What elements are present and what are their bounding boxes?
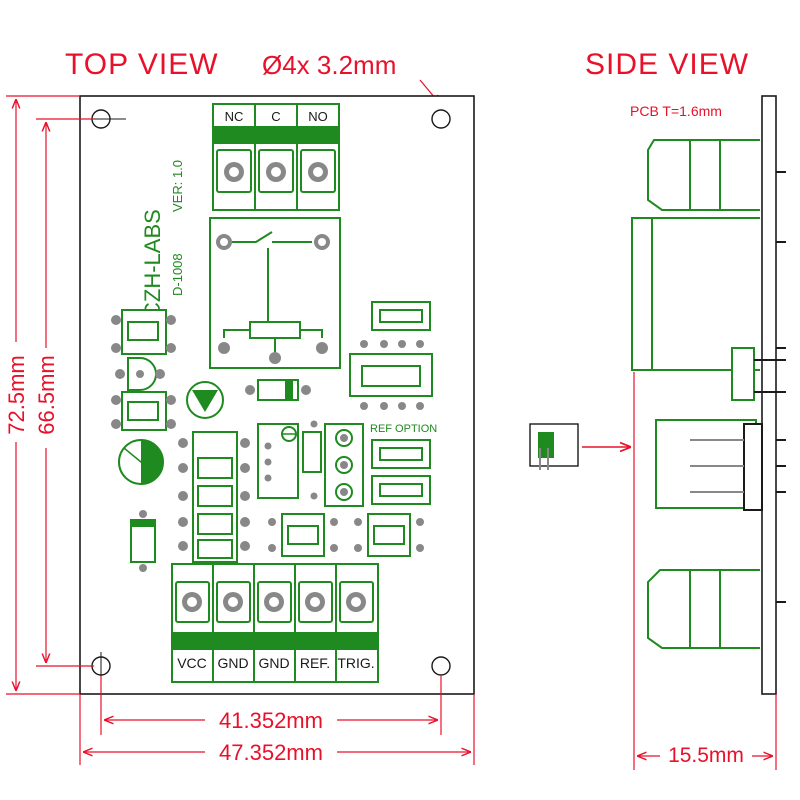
mounting-hole-tr <box>431 109 451 129</box>
mounting-hole-bl <box>91 652 111 690</box>
mounting-hole-br <box>431 656 451 676</box>
right-components <box>349 301 433 410</box>
input-terminal-label-1: GND <box>217 655 248 671</box>
capacitor-column <box>178 431 250 563</box>
relay-terminal-label-2: NO <box>308 109 328 124</box>
board-part-number: D-1008 <box>170 253 185 296</box>
capacitor-top <box>111 309 176 355</box>
led-indicator <box>186 381 224 419</box>
input-terminal-label-2: GND <box>258 655 289 671</box>
relay-terminal-block <box>212 103 340 211</box>
diode-left <box>130 510 156 572</box>
width-outer-label: 47.352mm <box>219 740 323 765</box>
relay-terminal-label-1: C <box>271 109 280 124</box>
mounting-holes <box>88 109 451 690</box>
height-outer-label: 72.5mm <box>4 355 29 434</box>
trim-ic <box>257 420 322 500</box>
trimmer-potentiometer <box>118 439 164 485</box>
mounting-hole-tl <box>88 109 126 129</box>
bottom-resistors <box>268 513 424 557</box>
diode-smd <box>245 379 311 401</box>
input-terminal-block <box>171 563 379 683</box>
jumper-cap <box>529 423 579 470</box>
height-inner-label: 66.5mm <box>34 355 59 434</box>
brand-name: CZH-LABS <box>140 209 165 318</box>
width-inner-label: 41.352mm <box>219 708 323 733</box>
pcb-thickness-note: PCB T=1.6mm <box>630 103 722 119</box>
relay <box>209 217 341 369</box>
input-terminal-label-4: TRIG. <box>337 655 374 671</box>
side-depth-label: 15.5mm <box>668 744 744 767</box>
ref-option-resistors <box>371 439 431 505</box>
hole-note: Ø4x 3.2mm <box>262 50 396 80</box>
top-view-title: TOP VIEW <box>65 48 219 81</box>
left-components <box>111 309 176 572</box>
side-view <box>631 95 786 695</box>
ref-option-label: REF OPTION <box>370 423 437 435</box>
transistor-half <box>115 357 165 391</box>
input-terminal-label-3: REF. <box>300 655 330 671</box>
relay-terminal-label-0: NC <box>225 109 244 124</box>
brand-silkscreen: CZH-LABS VER: 1.0 D-1008 <box>140 160 185 318</box>
board-version: VER: 1.0 <box>170 160 185 212</box>
capacitor-bottom <box>111 391 176 431</box>
side-view-title: SIDE VIEW <box>585 48 749 81</box>
jumper-header <box>324 423 364 507</box>
input-terminal-label-0: VCC <box>177 655 207 671</box>
